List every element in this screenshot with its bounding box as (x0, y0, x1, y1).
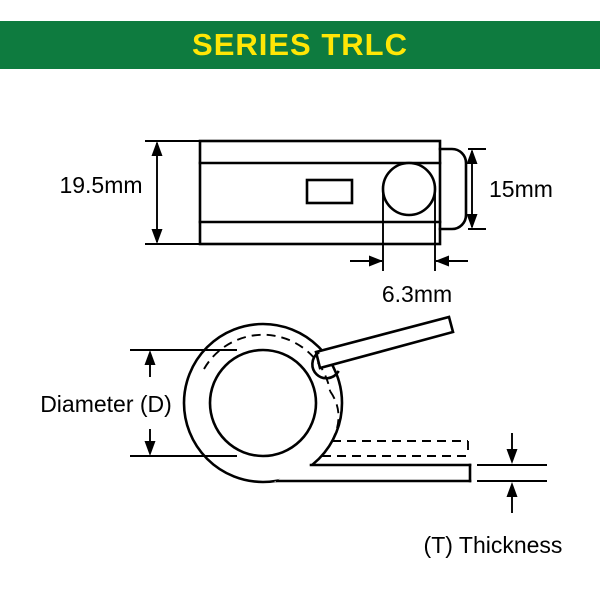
arrowhead-down-icon (466, 214, 478, 229)
arrowhead-down-icon (151, 229, 163, 244)
arrowhead-up-icon (466, 149, 478, 164)
dimension-hole-diameter: 6.3mm (350, 193, 468, 307)
diameter-label: Diameter (D) (40, 391, 172, 417)
side-view (182, 315, 472, 484)
hidden-band-curve (329, 390, 340, 442)
arrowhead-up-icon (151, 141, 163, 156)
dimension-tab-height: 15mm (466, 148, 553, 230)
arrowhead-right-icon (369, 255, 383, 267)
band-tail-mask (274, 464, 470, 482)
arrowhead-left-icon (435, 255, 449, 267)
arrowhead-up-icon (144, 350, 156, 365)
mounting-hole (381, 161, 437, 217)
arrowhead-down-icon (506, 449, 518, 464)
tab-height-label: 15mm (489, 176, 553, 202)
hole-diameter-label: 6.3mm (382, 281, 452, 307)
clamp-loop-bore (208, 348, 318, 458)
arrowhead-up-icon (506, 482, 518, 497)
series-title: SERIES TRLC (192, 27, 408, 62)
dimension-diameter: Diameter (D) (40, 349, 237, 457)
thickness-label: (T) Thickness (424, 532, 563, 558)
band-end-curl (311, 351, 340, 380)
dimension-thickness: (T) Thickness (424, 433, 563, 558)
clamp-band-outline (198, 139, 442, 246)
clamp-loop-outer (182, 322, 344, 484)
dimension-total-height: 19.5mm (59, 140, 199, 245)
mounting-tab-outline (438, 147, 468, 231)
hidden-band-arc (203, 333, 331, 392)
front-view (198, 139, 468, 246)
arrowhead-down-icon (144, 441, 156, 456)
band-slot (305, 178, 354, 205)
series-header: SERIES TRLC (0, 21, 600, 69)
total-height-label: 19.5mm (59, 172, 142, 198)
band-tail-upper (314, 315, 455, 370)
